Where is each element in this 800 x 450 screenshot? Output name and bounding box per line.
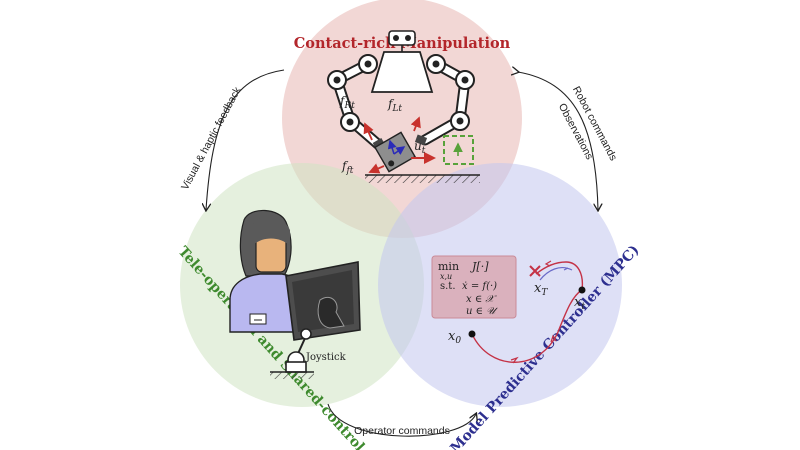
mpc-trajectory — [471, 261, 584, 363]
current-point — [578, 286, 586, 294]
start-point — [468, 330, 476, 338]
label-visual-haptic-feedback: Visual & haptic feedback — [179, 84, 244, 192]
target-goal-box — [443, 135, 474, 165]
mpc-min-vars: x,u — [440, 272, 452, 281]
mpc-illustration: min x,u J[·] s.t. ẋ = f(·) x ∈ 𝒳 u ∈ 𝒰 x… — [431, 255, 586, 364]
label-f-lt: fLt — [387, 97, 402, 114]
label-operator-commands: Operator commands — [354, 425, 450, 437]
joystick-base — [285, 361, 307, 373]
mpc-optimization-box — [431, 255, 517, 319]
mpc-constraint-dynamics: ẋ = f(·) — [462, 281, 497, 292]
label-f-rt: fRt — [339, 94, 355, 111]
arrow-mpc-to-top — [518, 72, 598, 210]
label-f-ft: fft — [341, 159, 354, 176]
label-x-t: xt — [574, 295, 585, 312]
robot-torso — [370, 51, 434, 93]
mpc-constraint-input: u ∈ 𝒰 — [466, 306, 498, 317]
mpc-cost: J[·] — [470, 260, 489, 273]
operator-illustration: Joystick — [229, 209, 361, 379]
joystick-label: Joystick — [305, 352, 347, 363]
robot-head — [388, 30, 416, 46]
goal-marker-cross — [529, 265, 541, 277]
mpc-min: min — [438, 260, 459, 273]
ground-hatch — [365, 175, 480, 183]
label-x-0: x0 — [448, 329, 461, 346]
operator-badge — [249, 313, 267, 325]
arrow-left-to-right — [327, 403, 476, 437]
mpc-st: s.t. — [440, 281, 456, 292]
mpc-constraint-state: x ∈ 𝒳 — [466, 294, 497, 305]
dual-arm-robot-illustration: fRt fLt fft ut — [327, 30, 480, 183]
label-x-T: xT — [534, 281, 548, 298]
arrow-top-to-left — [206, 69, 285, 210]
label-u-t: ut — [414, 139, 426, 156]
